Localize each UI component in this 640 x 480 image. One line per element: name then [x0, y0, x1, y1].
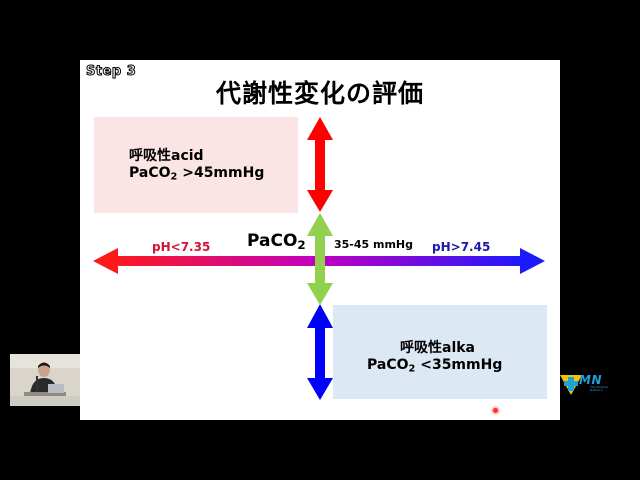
ph-left-arrowhead [93, 248, 118, 274]
medical-network-logo: MN The Medical Network [560, 372, 622, 396]
paco2-center-label: PaCO2 [247, 231, 306, 252]
acid-arrow-bottom-head [307, 190, 333, 212]
acid-threshold: PaCO2 >45mmHg [129, 165, 265, 183]
logo-shield-icon [560, 375, 582, 395]
axes-diagram [93, 117, 545, 400]
normal-arrow-bar [315, 230, 325, 294]
alka-arrow-bottom-head [307, 378, 333, 400]
slide: Step 3 代謝性変化の評価 呼吸性acid PaCO2 >45mmHg 呼吸… [80, 60, 560, 420]
alka-arrow-bar [315, 318, 325, 390]
laser-pointer-dot [493, 408, 498, 413]
acid-arrow-top-head [307, 117, 333, 140]
normal-arrow-top-head [307, 213, 333, 236]
acid-arrow-bar [315, 132, 325, 204]
slide-title: 代謝性変化の評価 [215, 79, 424, 108]
ph-high-label: pH>7.45 [432, 240, 491, 254]
logo-subtext: The Medical Network [590, 385, 609, 392]
alka-label: 呼吸性alka [400, 340, 476, 356]
respiratory-alkalosis-box [333, 305, 547, 399]
ph-right-arrowhead [520, 248, 545, 274]
acid-label: 呼吸性acid [129, 148, 204, 164]
logo-text: MN [579, 373, 602, 387]
normal-range-label: 35-45 mmHg [334, 238, 414, 251]
alka-threshold: PaCO2 <35mmHg [367, 357, 503, 375]
step-label: Step 3 [85, 64, 137, 80]
alka-arrow-top-head [307, 304, 333, 328]
respiratory-acidosis-box [94, 117, 298, 213]
presenter-video [10, 354, 80, 406]
presenter-image [10, 354, 80, 406]
ph-low-label: pH<7.35 [152, 240, 211, 254]
normal-arrow-bottom-head [307, 283, 333, 305]
